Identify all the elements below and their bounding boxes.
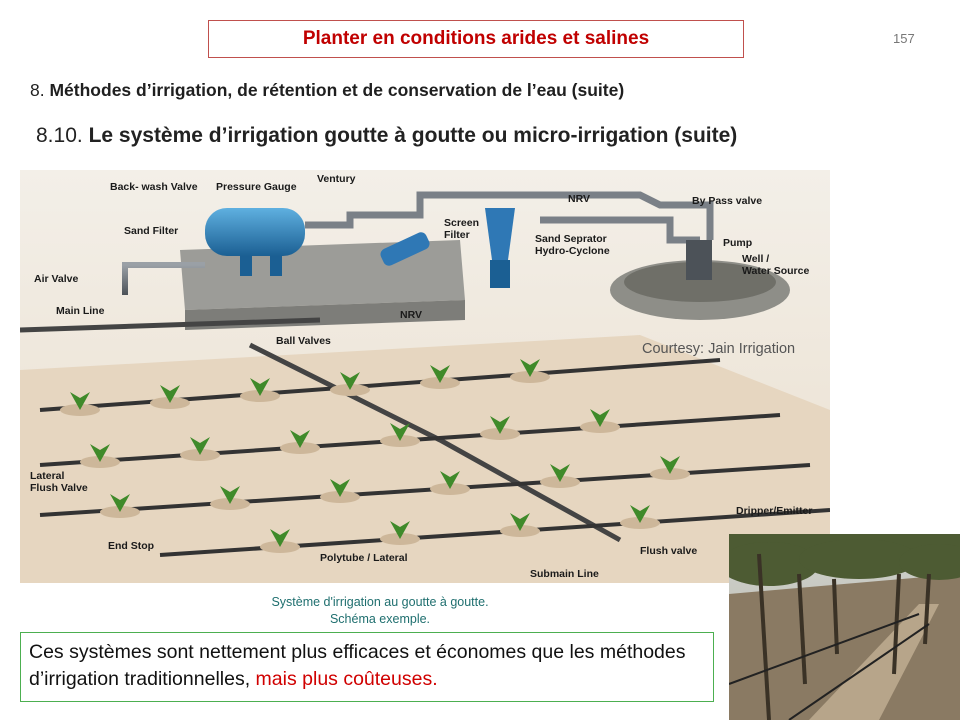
label-well-line1: Well / [742, 253, 769, 265]
label-sand-separator: Sand Seprator Hydro-Cyclone [535, 233, 610, 257]
label-nrv-mid: NRV [400, 309, 422, 321]
label-lateral-flush-valve-line1: Lateral [30, 470, 65, 482]
label-air-valve: Air Valve [34, 273, 79, 285]
courtesy-credit: Courtesy: Jain Irrigation [642, 341, 795, 357]
subsection-title: Le système d’irrigation goutte à goutte … [88, 124, 738, 147]
section-heading: 8. Méthodes d’irrigation, de rétention e… [30, 80, 624, 101]
summary-text: Ces systèmes sont nettement plus efficac… [29, 641, 686, 690]
label-sand-separator-line1: Sand Seprator [535, 233, 607, 245]
label-well-line2: Water Source [742, 265, 809, 277]
label-screen-filter-line1: Screen [444, 217, 479, 229]
label-sand-separator-line2: Hydro-Cyclone [535, 245, 610, 257]
label-pump: Pump [723, 237, 752, 249]
label-ball-valves: Ball Valves [276, 335, 331, 347]
slide-title-box: Planter en conditions arides et salines [208, 20, 744, 58]
label-by-pass-valve: By Pass valve [692, 195, 762, 207]
slide-title: Planter en conditions arides et salines [302, 28, 650, 49]
summary-box: Ces systèmes sont nettement plus efficac… [20, 632, 714, 702]
label-sand-filter: Sand Filter [124, 225, 178, 237]
label-flush-valve: Flush valve [640, 545, 697, 557]
caption-line-2: Schéma exemple. [329, 612, 431, 626]
label-nrv-top: NRV [568, 193, 590, 205]
subsection-heading: 8.10. Le système d’irrigation goutte à g… [36, 124, 737, 148]
subsection-number: 8.10. [36, 124, 83, 147]
section-title: Méthodes d’irrigation, de rétention et d… [49, 80, 625, 100]
label-ventury: Ventury [317, 173, 356, 185]
label-polytube-lateral: Polytube / Lateral [320, 552, 408, 564]
label-main-line: Main Line [56, 305, 105, 317]
label-submain-line: Submain Line [530, 568, 599, 580]
label-lateral-flush-valve: Lateral Flush Valve [30, 470, 88, 494]
section-number: 8. [30, 80, 45, 100]
label-lateral-flush-valve-line2: Flush Valve [30, 482, 88, 494]
diagram-caption: Système d'irrigation au goutte à goutte.… [200, 594, 560, 628]
summary-emphasis: mais plus coûteuses. [255, 668, 438, 690]
label-pressure-gauge: Pressure Gauge [216, 181, 297, 193]
label-screen-filter: Screen Filter [444, 217, 482, 241]
label-backwash-valve: Back- wash Valve [110, 181, 198, 193]
drip-field-photo [729, 534, 960, 720]
page-number: 157 [893, 31, 915, 46]
label-dripper-emitter: Dripper/Emitter [736, 505, 812, 517]
caption-line-1: Système d'irrigation au goutte à goutte. [271, 595, 489, 609]
label-well: Well / Water Source [742, 253, 809, 277]
label-end-stop: End Stop [108, 540, 154, 552]
label-screen-filter-line2: Filter [444, 229, 470, 241]
drip-irrigation-diagram: Back- wash Valve Pressure Gauge Ventury … [19, 170, 831, 583]
